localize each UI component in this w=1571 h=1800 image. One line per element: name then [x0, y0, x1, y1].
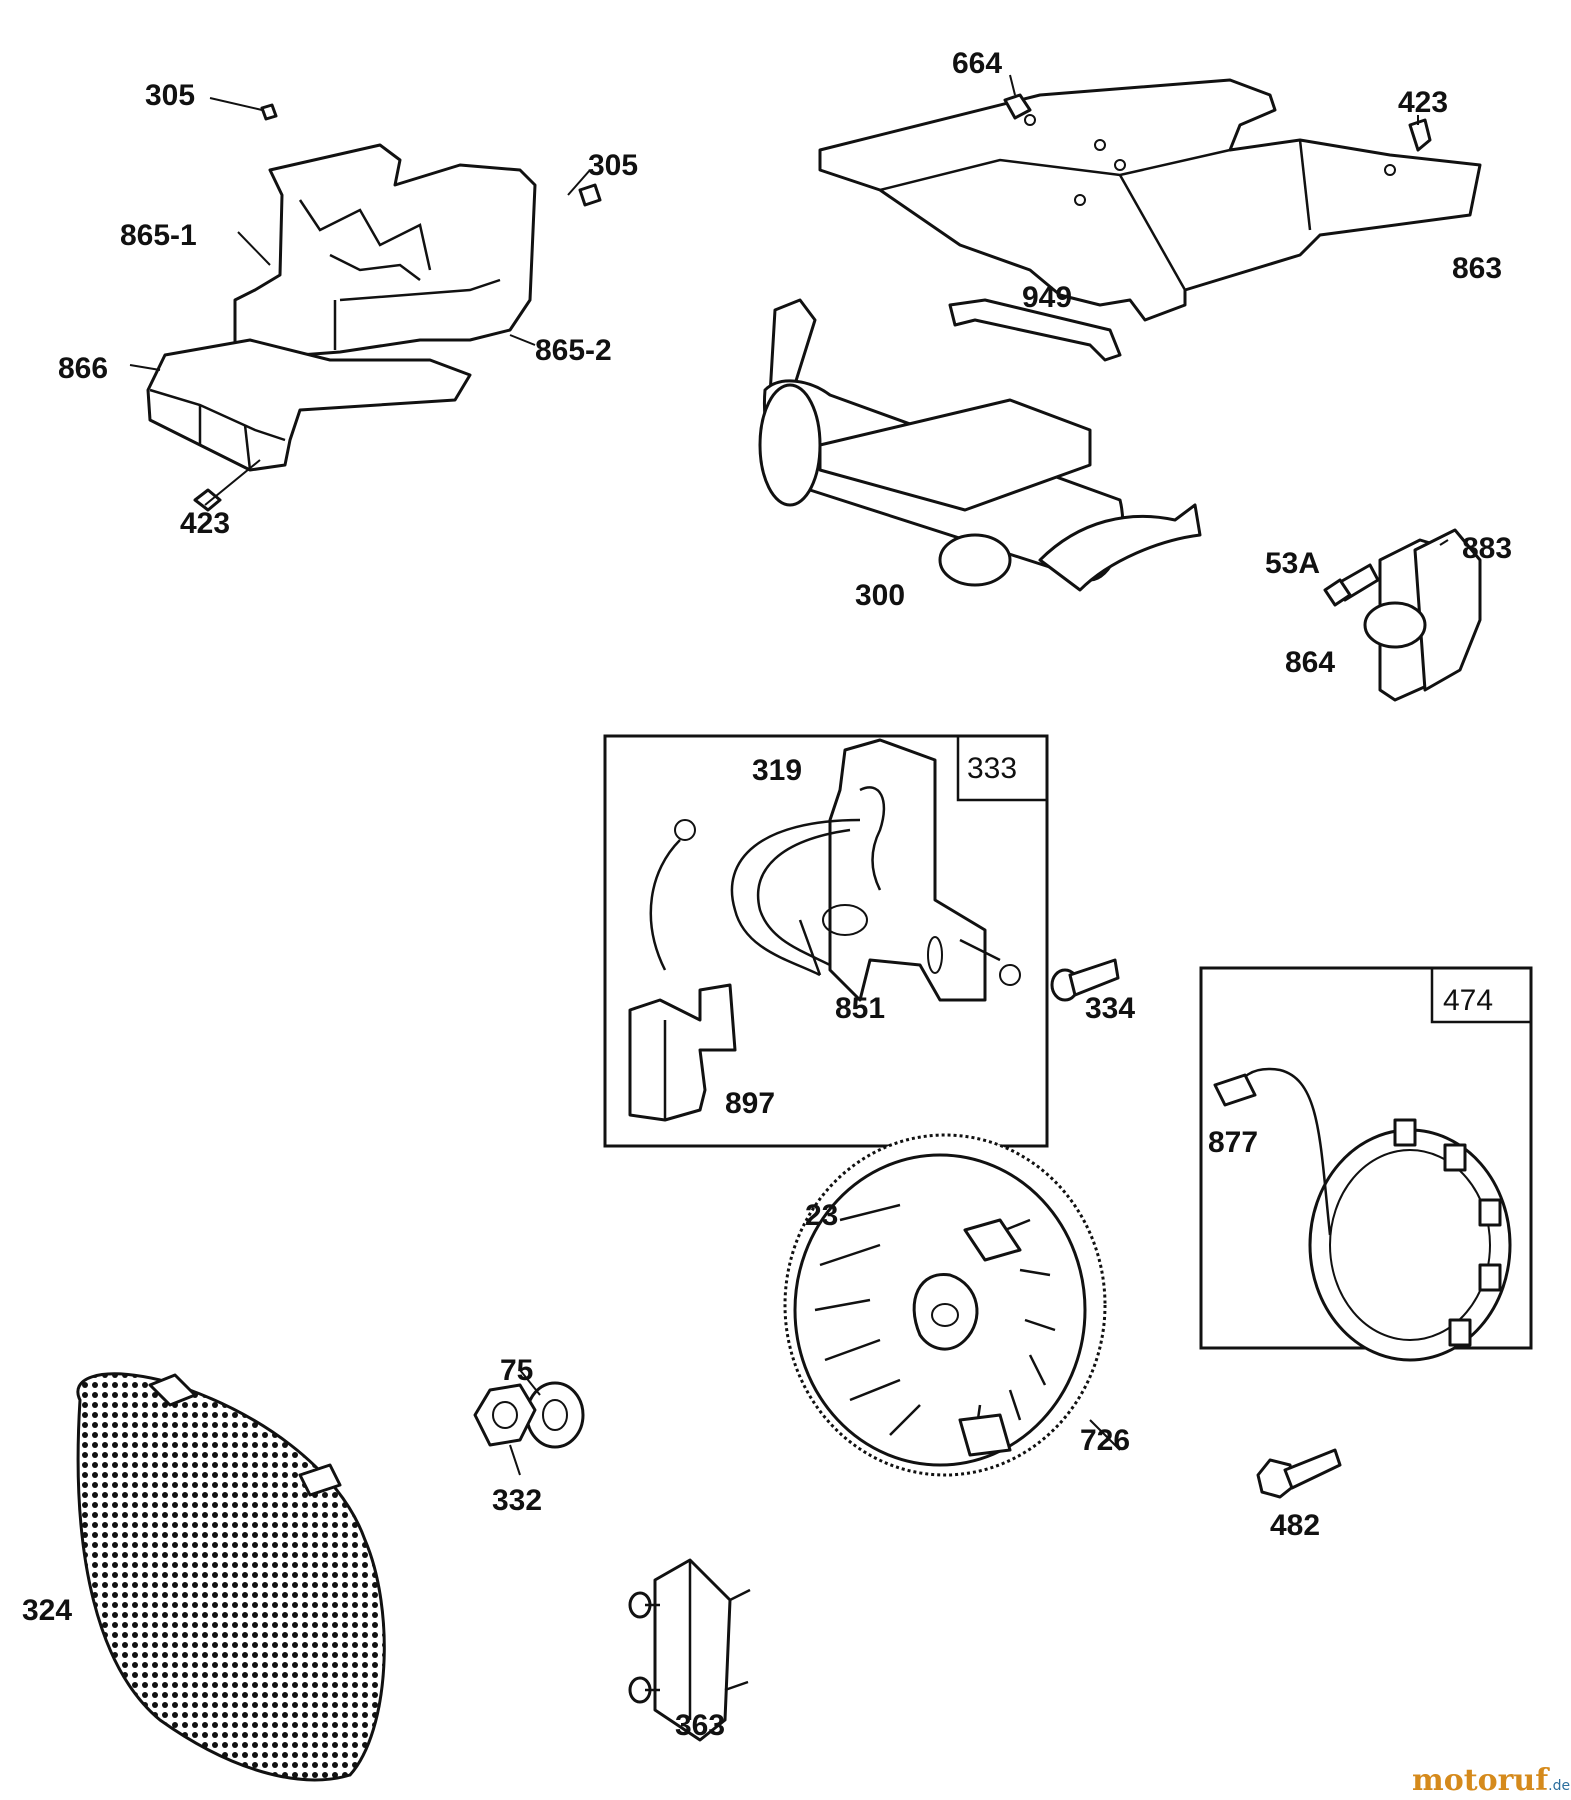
- label-75: 75: [500, 1354, 533, 1387]
- screw-305a-part: [260, 103, 278, 121]
- alternator-kit-box: [1199, 966, 1533, 1362]
- screw-664-part: [1003, 93, 1032, 120]
- watermark: motoruf.de: [1412, 1763, 1570, 1798]
- label-482: 482: [1270, 1509, 1320, 1542]
- label-333: 333: [967, 752, 1017, 785]
- label-866: 866: [58, 352, 108, 385]
- rotating-screen-part: [76, 1372, 386, 1782]
- screw-423a-part: [193, 488, 222, 512]
- label-949: 949: [1022, 281, 1072, 314]
- leader-lines: [129, 74, 1449, 1476]
- label-863: 863: [1452, 252, 1502, 285]
- label-664: 664: [952, 47, 1002, 80]
- screw-305b-part: [578, 183, 602, 207]
- muffler-part: [758, 298, 1202, 592]
- label-865-2: 865-2: [535, 334, 612, 367]
- label-305a: 305: [145, 79, 195, 112]
- label-423b: 423: [1398, 86, 1448, 119]
- label-23: 23: [805, 1199, 838, 1232]
- label-319: 319: [752, 754, 802, 787]
- bolt-482-part: [1256, 1448, 1342, 1499]
- label-53A: 53A: [1265, 547, 1320, 580]
- label-474: 474: [1443, 984, 1493, 1017]
- flywheel-part: [783, 1133, 1107, 1477]
- label-864: 864: [1285, 646, 1335, 679]
- label-865-1: 865-1: [120, 219, 197, 252]
- control-bracket-part: [818, 78, 1482, 322]
- armature-kit-box: [603, 734, 1049, 1148]
- watermark-suffix: .de: [1548, 1778, 1570, 1794]
- label-332: 332: [492, 1484, 542, 1517]
- label-726: 726: [1080, 1424, 1130, 1457]
- label-851: 851: [835, 992, 885, 1025]
- screw-334-part: [1050, 958, 1120, 1002]
- label-877: 877: [1208, 1126, 1258, 1159]
- screw-423b-part: [1408, 118, 1432, 152]
- label-883: 883: [1462, 532, 1512, 565]
- nut-and-washer-part: [473, 1381, 585, 1449]
- watermark-brand: motoruf: [1412, 1763, 1550, 1798]
- spacer-363-part: [628, 1558, 751, 1742]
- label-334: 334: [1085, 992, 1135, 1025]
- label-363: 363: [675, 1709, 725, 1742]
- label-897: 897: [725, 1087, 775, 1120]
- clip-part: [948, 298, 1122, 362]
- label-324: 324: [22, 1594, 72, 1627]
- label-305b: 305: [588, 149, 638, 182]
- exhaust-flange-part: [1333, 528, 1482, 702]
- label-423a: 423: [180, 507, 230, 540]
- screw-53A-part: [1323, 578, 1352, 607]
- label-300: 300: [855, 579, 905, 612]
- blower-housing-part: [146, 143, 537, 472]
